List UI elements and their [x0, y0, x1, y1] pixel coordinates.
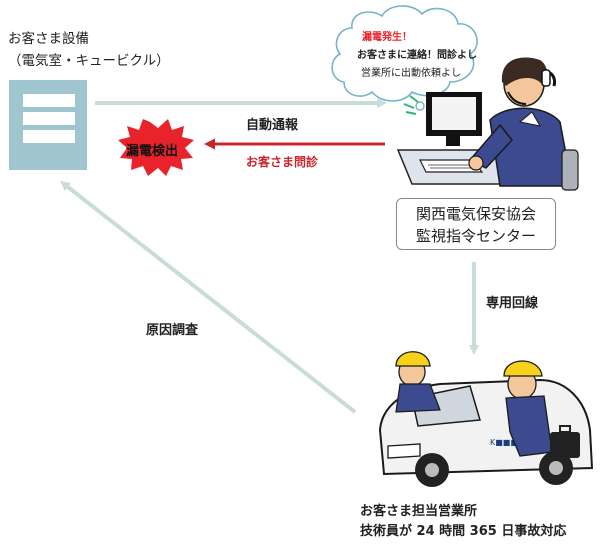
facility-title: お客さま設備 [8, 31, 89, 47]
center-line-1: 関西電気保安協会 [415, 205, 536, 223]
alert-label: 漏電検出 [126, 144, 179, 159]
panel-slot [23, 112, 75, 125]
facility-label: お客さま設備 （電気室・キュービクル） [8, 28, 170, 72]
center-line-2: 監視指令センター [415, 227, 536, 245]
alert-burst-icon [118, 119, 194, 176]
office-line-1: お客さま担当営業所 [360, 504, 478, 519]
office-line-2: 技術員が 24 時間 365 日事故対応 [360, 524, 567, 539]
speech-line-2: お客さまに連絡！問診よし [357, 50, 477, 61]
auto-report-label: 自動通報 [246, 118, 299, 133]
panel-slot [23, 130, 75, 143]
speech-line-3: 営業所に出動依頼よし [361, 68, 461, 79]
monitoring-operator-icon [396, 57, 579, 191]
cause-investigation-arrow [60, 180, 357, 414]
office-label: お客さま担当営業所 技術員が 24 時間 365 日事故対応 [360, 502, 566, 542]
dedicated-line-label: 専用回線 [486, 296, 539, 311]
facility-subtitle: （電気室・キュービクル） [8, 53, 170, 69]
svg-text:K■■■■: K■■■■ [490, 438, 525, 447]
technician-icon [395, 351, 580, 458]
monitoring-center-box: 関西電気保安協会 監視指令センター [396, 198, 556, 250]
customer-inquiry-label: お客さま問診 [246, 155, 319, 169]
cause-investigation-label: 原因調査 [146, 323, 199, 338]
speech-line-1: 漏電発生！ [362, 32, 412, 43]
cubicle-panel-icon [9, 80, 87, 170]
panel-slot [23, 94, 75, 107]
